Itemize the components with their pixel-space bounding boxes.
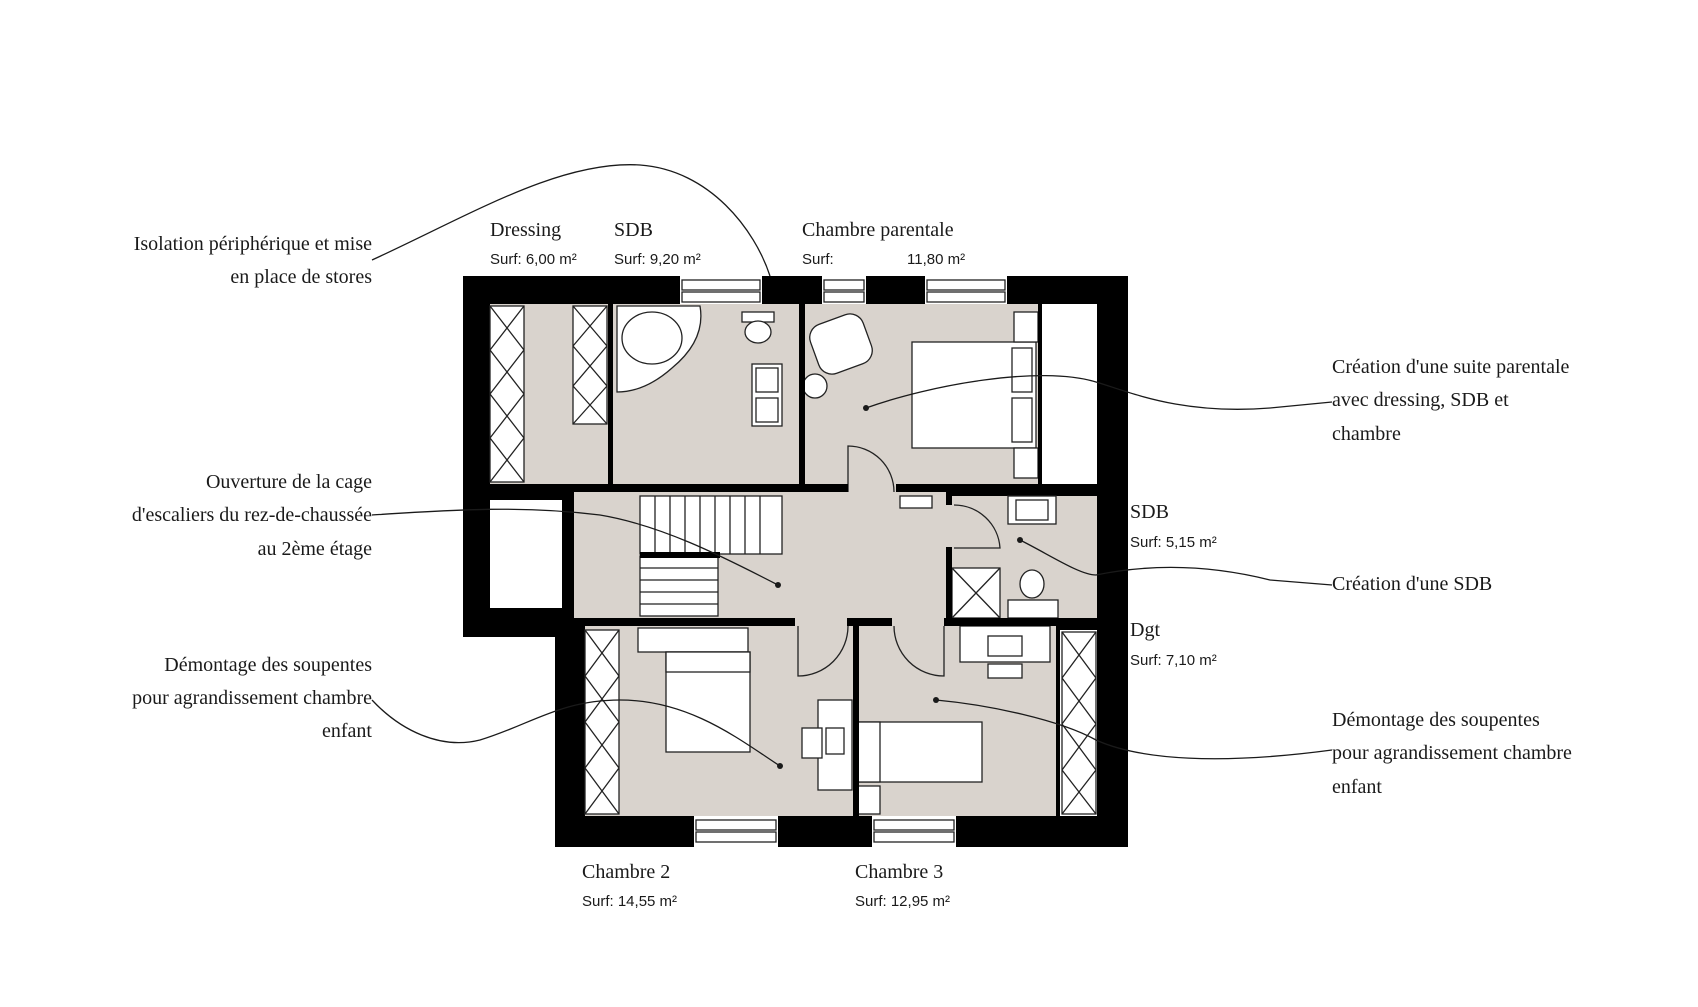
sink-sdb-right (1007, 495, 1057, 525)
wall-dressing-sdb (608, 304, 613, 484)
leader-sdb (1019, 539, 1333, 586)
door-swing-parent (847, 445, 895, 493)
door-sdb-right (946, 505, 954, 547)
room-area-value-parentale: 11,80 m² (907, 251, 965, 268)
wall-sdb-parent (799, 304, 805, 484)
wall-corridor-top-2 (896, 484, 1097, 492)
leader-soupentes-right (935, 699, 1333, 760)
note-left-2-line-1: Ouverture de la cage (206, 471, 372, 493)
room-area-dressing: Surf: 6,00 m² (490, 251, 577, 268)
door-ch3 (892, 618, 944, 628)
toilet-sdb-top (741, 311, 775, 344)
leader-soupentes-left-dot (777, 763, 783, 769)
leader-isolation (371, 164, 771, 277)
room-name-sdb-right: SDB (1130, 501, 1169, 523)
note-left-3-line-3: enfant (322, 720, 372, 742)
wall-ch3-wardrobe (1056, 626, 1060, 816)
bed-chambre-3 (857, 721, 983, 815)
bed-parent (911, 311, 1039, 479)
note-left-1-line-2: en place de stores (230, 266, 372, 288)
note-left-1-line-1: Isolation périphérique et mise (134, 233, 372, 255)
wall-ch2-ch3 (853, 626, 859, 816)
room-area-chambre-3: Surf: 12,95 m² (855, 893, 950, 910)
room-area-prefix-parentale: Surf: (802, 251, 834, 268)
door-swing-ch3 (893, 625, 945, 677)
leader-soupentes-left (371, 699, 781, 767)
leader-sdb-dot (1017, 537, 1023, 543)
wall-corridor-top (463, 484, 848, 492)
door-ch2 (795, 618, 847, 628)
annotations-left: Isolation périphérique et mise en place … (132, 233, 373, 742)
wall-corridor-bottom-2 (847, 618, 892, 626)
door-parent (848, 484, 896, 496)
room-area-dgt: Surf: 7,10 m² (1130, 652, 1217, 669)
furniture (463, 304, 1097, 816)
wall-sdb-corridor (946, 492, 952, 505)
bed-chambre-2 (637, 627, 751, 753)
door-swing-sdb (953, 504, 1001, 549)
wardrobe-chambre-2 (584, 629, 620, 815)
room-area-sdb-top: Surf: 9,20 m² (614, 251, 701, 268)
toilet-sdb-right (1007, 569, 1059, 619)
room-name-sdb-top: SDB (614, 219, 653, 241)
wall-sdb-corridor-2 (946, 547, 952, 620)
note-right-3-line-3: enfant (1332, 776, 1382, 798)
desk-chambre-3 (959, 625, 1051, 679)
note-right-1-line-2: avec dressing, SDB et (1332, 389, 1509, 411)
wardrobe-dressing-left (489, 305, 525, 483)
double-sink (751, 363, 783, 427)
shower-sdb-right (951, 567, 1001, 619)
window-frames (681, 279, 1006, 843)
wardrobe-parentale (1042, 304, 1097, 484)
wardrobe-dressing-right (572, 305, 608, 425)
note-left-3-line-1: Démontage des soupentes (164, 654, 372, 676)
note-right-2-line-1: Création d'une SDB (1332, 573, 1492, 595)
wall-corridor-bottom-3 (944, 618, 1097, 626)
void-left (490, 500, 562, 608)
leader-cage (371, 508, 779, 586)
room-area-sdb-right: Surf: 5,15 m² (1130, 534, 1217, 551)
corridor-cabinet (899, 495, 933, 509)
room-area-chambre-2: Surf: 14,55 m² (582, 893, 677, 910)
wardrobe-chambre-3-hatch (1061, 631, 1097, 815)
wall-parent-wardrobe (1038, 304, 1042, 484)
leader-lines (371, 164, 1333, 769)
wall-void-bottom (463, 608, 574, 620)
room-name-chambre-parentale: Chambre parentale (802, 219, 954, 241)
armchair-parent (802, 313, 873, 399)
room-name-chambre-3: Chambre 3 (855, 861, 943, 883)
room-labels: Dressing Surf: 6,00 m² SDB Surf: 9,20 m²… (490, 219, 1217, 910)
note-right-1-line-3: chambre (1332, 423, 1401, 445)
staircase (639, 495, 783, 617)
desk-chambre-2 (801, 699, 853, 791)
annotations-right: Création d'une suite parentale avec dres… (1332, 356, 1572, 798)
room-name-chambre-2: Chambre 2 (582, 861, 670, 883)
wall-left-void (562, 492, 574, 620)
leader-soupentes-right-dot (933, 697, 939, 703)
room-name-dgt: Dgt (1130, 619, 1160, 641)
note-left-2-line-2: d'escaliers du rez-de-chaussée (132, 504, 372, 526)
leader-cage-dot (775, 582, 781, 588)
leader-suite (865, 375, 1333, 410)
note-right-3-line-1: Démontage des soupentes (1332, 709, 1540, 731)
note-left-2-line-3: au 2ème étage (258, 538, 372, 560)
leader-suite-dot (863, 405, 869, 411)
room-name-dressing: Dressing (490, 219, 561, 241)
door-swing-ch2 (797, 625, 849, 677)
note-right-1-line-1: Création d'une suite parentale (1332, 356, 1570, 378)
note-left-3-line-2: pour agrandissement chambre (132, 687, 372, 709)
corner-bathtub (616, 305, 702, 393)
note-right-3-line-2: pour agrandissement chambre (1332, 742, 1572, 764)
wall-corridor-bottom (574, 618, 795, 626)
